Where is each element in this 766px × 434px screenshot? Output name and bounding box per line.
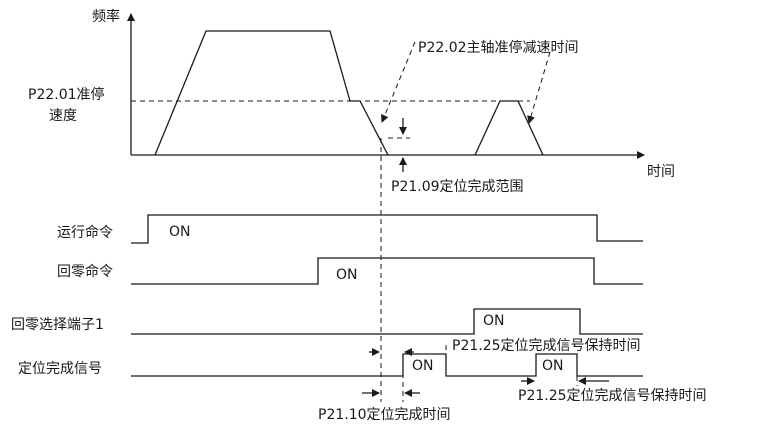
decel-time-label: P22.02主轴准停减速时间 bbox=[418, 39, 579, 56]
hold-time-2-label: P21.25定位完成信号保持时间 bbox=[518, 388, 707, 404]
stop-speed-label-line1: P22.01准停 bbox=[28, 86, 105, 103]
signal-state: ON bbox=[336, 267, 358, 283]
signal-home-command: 回零命令 ON bbox=[57, 257, 643, 285]
signal-state: ON bbox=[412, 358, 434, 374]
stop-speed-label-line2: 速度 bbox=[49, 108, 77, 124]
x-axis-label: 时间 bbox=[647, 164, 675, 180]
hold-time-1-label: P21.25定位完成信号保持时间 bbox=[452, 338, 641, 354]
reposition-profile bbox=[474, 100, 544, 156]
y-axis-label: 频率 bbox=[92, 8, 120, 25]
signal-waveform bbox=[131, 214, 643, 244]
signal-position-complete: 定位完成信号 ON ON bbox=[18, 353, 643, 377]
signal-label: 定位完成信号 bbox=[18, 361, 102, 377]
signal-label: 回零命令 bbox=[57, 263, 113, 280]
signal-waveform bbox=[131, 353, 643, 377]
decel-pointer-2 bbox=[527, 51, 551, 124]
signal-state: ON bbox=[169, 224, 191, 240]
signal-state-2: ON bbox=[542, 358, 564, 374]
signal-label: 运行命令 bbox=[57, 224, 113, 241]
complete-time-label: P21.10定位完成时间 bbox=[318, 407, 451, 423]
timing-annotations: P21.10定位完成时间 P21.25定位完成信号保持时间 P21.25定位完成… bbox=[318, 338, 707, 423]
signal-run-command: 运行命令 ON bbox=[57, 214, 643, 244]
signal-state: ON bbox=[483, 313, 505, 329]
decel-pointer-1 bbox=[380, 41, 416, 123]
signal-waveform bbox=[131, 308, 643, 335]
speed-plot: 频率 时间 P22.01准停 速度 P22.02主轴准停减速时间 P21.09定… bbox=[28, 8, 675, 195]
position-range-label: P21.09定位完成范围 bbox=[391, 178, 524, 195]
speed-profile bbox=[154, 30, 389, 156]
signal-label: 回零选择端子1 bbox=[11, 317, 104, 333]
signal-waveform bbox=[131, 257, 643, 285]
signal-home-select-terminal: 回零选择端子1 ON bbox=[11, 308, 643, 335]
